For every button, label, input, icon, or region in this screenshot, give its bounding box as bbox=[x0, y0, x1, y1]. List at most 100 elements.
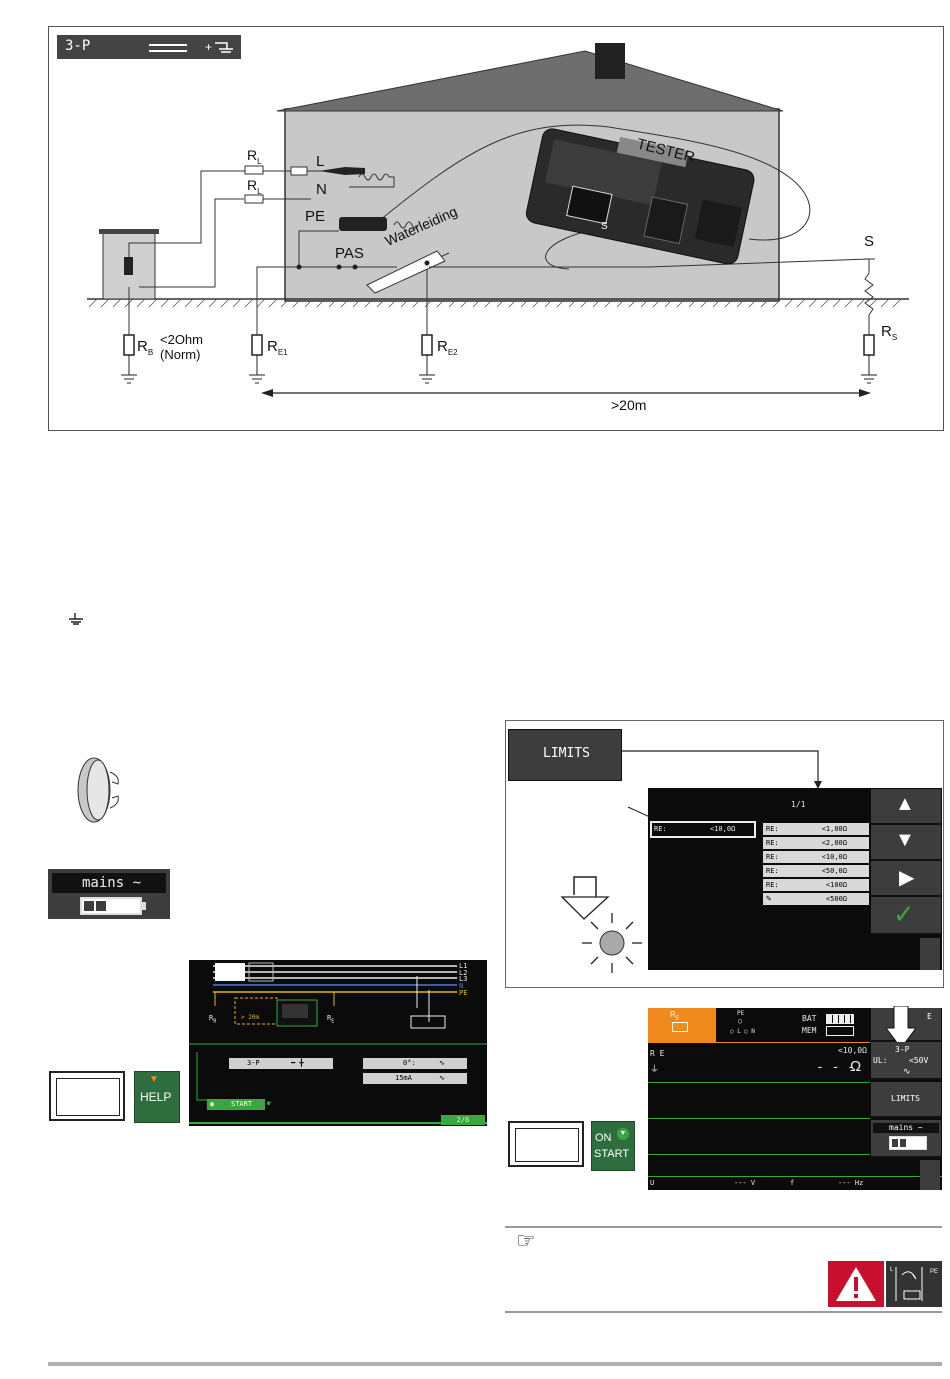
battery-icon bbox=[889, 1136, 927, 1150]
wave-icon: ∿ bbox=[903, 1066, 911, 1076]
help-page-indicator: 2/6 bbox=[441, 1115, 485, 1125]
help-start-button[interactable]: ◉ START bbox=[207, 1099, 265, 1110]
arrow-down-icon bbox=[885, 1005, 917, 1050]
help-angle-text: 0°: bbox=[403, 1059, 416, 1067]
re-unit: Ω bbox=[850, 1058, 862, 1075]
mode-badge: 3-P + bbox=[57, 35, 241, 59]
u-label: U bbox=[650, 1179, 655, 1187]
label-rl-2: RL bbox=[247, 177, 262, 196]
u-value: --- V bbox=[734, 1179, 756, 1187]
limit-option-3[interactable]: RE:<10,0Ω bbox=[763, 851, 869, 863]
next-button[interactable]: ▶ bbox=[871, 861, 941, 897]
limit-option-4[interactable]: RE:<50,0Ω bbox=[763, 865, 869, 877]
limits-panel: LIMITS bbox=[505, 720, 944, 988]
limits-button-label: LIMITS bbox=[543, 746, 590, 761]
side-button-stub bbox=[920, 938, 940, 970]
footer-divider bbox=[648, 1176, 942, 1177]
limits-button-2[interactable]: LIMITS bbox=[871, 1082, 941, 1118]
ul-label: UL: bbox=[873, 1056, 888, 1065]
chevron-down-icon: ▼ bbox=[149, 1074, 159, 1085]
label-re2: RE2 bbox=[437, 338, 458, 357]
help-button-label: HELP bbox=[140, 1090, 172, 1104]
bat-label: BAT bbox=[802, 1014, 817, 1023]
mem-icon bbox=[826, 1026, 854, 1036]
help-hardware-key[interactable] bbox=[49, 1071, 125, 1121]
svg-text:L: L bbox=[890, 1267, 894, 1273]
header-divider bbox=[648, 1042, 870, 1043]
limits-button[interactable]: LIMITS bbox=[508, 729, 622, 781]
help-current-text: 15mA bbox=[395, 1074, 412, 1082]
mains-label: mains ~ bbox=[82, 875, 142, 891]
re-limit: <10,0Ω bbox=[838, 1046, 867, 1055]
label-l: L bbox=[316, 153, 325, 170]
label-n: N bbox=[316, 181, 327, 198]
re-tile-label: RE bbox=[670, 1010, 680, 1022]
start-arrow-icon: ◉ bbox=[210, 1100, 215, 1108]
resistor-icon bbox=[672, 1022, 688, 1032]
checkmark-icon: ✓ bbox=[893, 899, 915, 929]
limits-button-2-label: LIMITS bbox=[891, 1094, 920, 1103]
mode-button[interactable]: 3-P UL: <50V ∿ bbox=[871, 1042, 941, 1080]
battery-tip bbox=[142, 902, 146, 910]
help-line-pe: PE bbox=[459, 989, 468, 997]
scroll-up-button[interactable]: ▲ bbox=[871, 789, 941, 825]
help-mode-field: 3-P ━ ╋ bbox=[229, 1058, 333, 1069]
re-row-label: R E bbox=[650, 1049, 665, 1058]
help-line-l1: L1 bbox=[459, 962, 468, 970]
f-value: --- Hz bbox=[838, 1179, 864, 1187]
limit-option-5[interactable]: RE:<100Ω bbox=[763, 879, 869, 891]
confirm-button[interactable]: ✓ bbox=[871, 897, 941, 935]
rotary-switch-icon bbox=[72, 754, 128, 826]
mains-button: mains ~ bbox=[871, 1120, 941, 1158]
f-label: f bbox=[790, 1179, 795, 1187]
earth-icon: ⏚ bbox=[650, 1065, 660, 1075]
edit-icon: ✎ bbox=[766, 894, 772, 904]
label-rs: RS bbox=[881, 323, 898, 342]
on-start-button[interactable]: ON ▼ START bbox=[591, 1121, 635, 1171]
row-divider bbox=[648, 1118, 870, 1119]
help-angle-field: 0°: ∿ bbox=[363, 1058, 467, 1069]
limit-option-2[interactable]: RE:<2,00Ω bbox=[763, 837, 869, 849]
help-re: RE bbox=[327, 1014, 335, 1025]
label-re1: RE1 bbox=[267, 338, 288, 357]
note-bottom-rule bbox=[505, 1311, 942, 1313]
wave-icon: ∿ bbox=[439, 1059, 445, 1067]
help-button[interactable]: ▼ HELP bbox=[134, 1071, 180, 1123]
probe-icon bbox=[147, 41, 191, 53]
row-divider bbox=[648, 1082, 870, 1083]
help-dist: > 20m bbox=[241, 1014, 260, 1021]
limits-selected-value: <10,0Ω bbox=[710, 825, 736, 833]
label-distance: >20m bbox=[611, 397, 647, 413]
re-value: - - - bbox=[816, 1060, 856, 1075]
limits-page: 1/1 bbox=[791, 800, 806, 809]
chevron-down-icon: ▼ bbox=[617, 1128, 629, 1140]
mem-label: MEM bbox=[802, 1026, 817, 1035]
start-label: START bbox=[594, 1148, 630, 1160]
ul-value: <50V bbox=[909, 1056, 929, 1065]
help-line-n: N bbox=[459, 982, 464, 990]
mode-badge-text: 3-P bbox=[65, 38, 91, 54]
note-top-rule bbox=[505, 1226, 942, 1228]
help-current-field: 15mA ∿ bbox=[363, 1073, 467, 1084]
tester-s-label: S bbox=[601, 221, 608, 232]
hand-icon: ☛ bbox=[267, 1099, 272, 1108]
help-line-l3: L3 bbox=[459, 975, 468, 983]
n-indicator: ○ N bbox=[744, 1028, 755, 1035]
wave-icon: ∿ bbox=[439, 1074, 445, 1082]
limit-option-6[interactable]: ✎ <500Ω bbox=[763, 893, 869, 905]
battery-icon bbox=[80, 897, 142, 915]
limit-option-1[interactable]: RE:<1,00Ω bbox=[763, 823, 869, 835]
bat-icon bbox=[826, 1014, 854, 1024]
on-label: ON bbox=[595, 1132, 612, 1144]
pointing-hand-icon: ☞ bbox=[516, 1228, 536, 1253]
label-rb-note-2: (Norm) bbox=[160, 347, 201, 362]
start-hardware-key[interactable] bbox=[508, 1121, 584, 1167]
page-footer-rule bbox=[48, 1362, 942, 1366]
help-screen: L1 L2 L3 N PE RB RE > 20m 3-P ━ ╋ 0°: ∿ … bbox=[189, 960, 487, 1126]
side-button-stub bbox=[920, 1160, 940, 1190]
label-s: S bbox=[864, 233, 875, 250]
triangle-down-icon: ▼ bbox=[895, 829, 915, 851]
limits-selected[interactable]: RE: <10,0Ω bbox=[650, 821, 756, 838]
help-line-l2: L2 bbox=[459, 969, 468, 977]
scroll-down-button[interactable]: ▼ bbox=[871, 825, 941, 861]
